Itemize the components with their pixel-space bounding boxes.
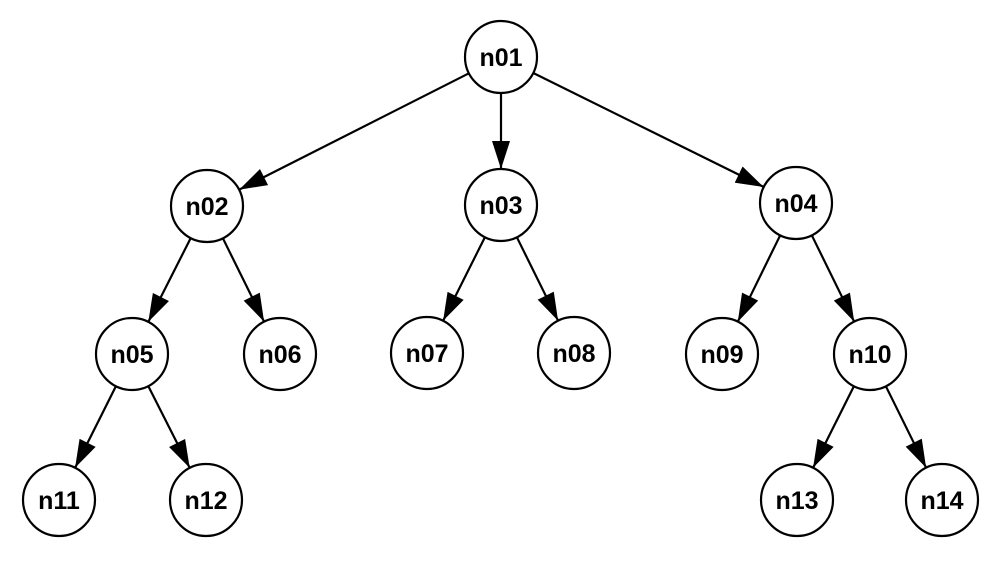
edge-n10-n14 bbox=[884, 385, 928, 469]
edge-n10-n13 bbox=[812, 385, 855, 469]
node-n05: n05 bbox=[94, 316, 170, 392]
edge-n01-n04 bbox=[532, 72, 765, 188]
node-label-n05: n05 bbox=[110, 341, 153, 369]
node-label-n12: n12 bbox=[184, 487, 227, 515]
node-circle-n08 bbox=[536, 315, 612, 391]
edge-n05-n12 bbox=[147, 385, 191, 469]
node-label-n06: n06 bbox=[258, 341, 301, 369]
edge-n02-n05 bbox=[147, 237, 192, 323]
node-n02: n02 bbox=[169, 168, 245, 244]
node-n09: n09 bbox=[684, 316, 760, 392]
edge-n05-n11 bbox=[74, 385, 117, 469]
node-circle-n11 bbox=[21, 462, 97, 538]
node-circle-n03 bbox=[463, 167, 539, 243]
node-label-n11: n11 bbox=[38, 487, 80, 515]
node-circle-n09 bbox=[684, 316, 760, 392]
node-label-n01: n01 bbox=[479, 44, 522, 72]
node-circle-n04 bbox=[758, 165, 834, 241]
node-n01: n01 bbox=[463, 19, 539, 95]
node-label-n07: n07 bbox=[405, 340, 448, 368]
edge-n01-n02 bbox=[238, 72, 470, 191]
node-circle-n13 bbox=[759, 462, 835, 538]
node-circle-n06 bbox=[242, 316, 318, 392]
edge-n04-n09 bbox=[736, 234, 782, 323]
node-circle-n14 bbox=[904, 462, 980, 538]
node-circle-n07 bbox=[389, 315, 465, 391]
edge-n03-n08 bbox=[515, 236, 560, 322]
edge-n04-n10 bbox=[810, 234, 856, 323]
node-circle-n05 bbox=[94, 316, 170, 392]
node-n13: n13 bbox=[759, 462, 835, 538]
node-label-n09: n09 bbox=[700, 341, 743, 369]
node-label-n08: n08 bbox=[552, 340, 595, 368]
node-label-n03: n03 bbox=[479, 192, 522, 220]
node-n06: n06 bbox=[242, 316, 318, 392]
node-n07: n07 bbox=[389, 315, 465, 391]
node-n10: n10 bbox=[832, 316, 908, 392]
node-n04: n04 bbox=[758, 165, 834, 241]
node-n12: n12 bbox=[168, 462, 244, 538]
node-label-n13: n13 bbox=[775, 487, 818, 515]
node-label-n04: n04 bbox=[774, 190, 817, 218]
node-label-n14: n14 bbox=[920, 487, 963, 515]
node-circle-n12 bbox=[168, 462, 244, 538]
node-n11: n11 bbox=[21, 462, 97, 538]
node-circle-n01 bbox=[463, 19, 539, 95]
node-label-n02: n02 bbox=[185, 193, 228, 221]
node-label-n10: n10 bbox=[848, 341, 891, 369]
edge-n03-n07 bbox=[442, 236, 486, 322]
node-n08: n08 bbox=[536, 315, 612, 391]
edge-n02-n06 bbox=[221, 237, 266, 323]
node-circle-n10 bbox=[832, 316, 908, 392]
node-n14: n14 bbox=[904, 462, 980, 538]
node-n03: n03 bbox=[463, 167, 539, 243]
node-circle-n02 bbox=[169, 168, 245, 244]
